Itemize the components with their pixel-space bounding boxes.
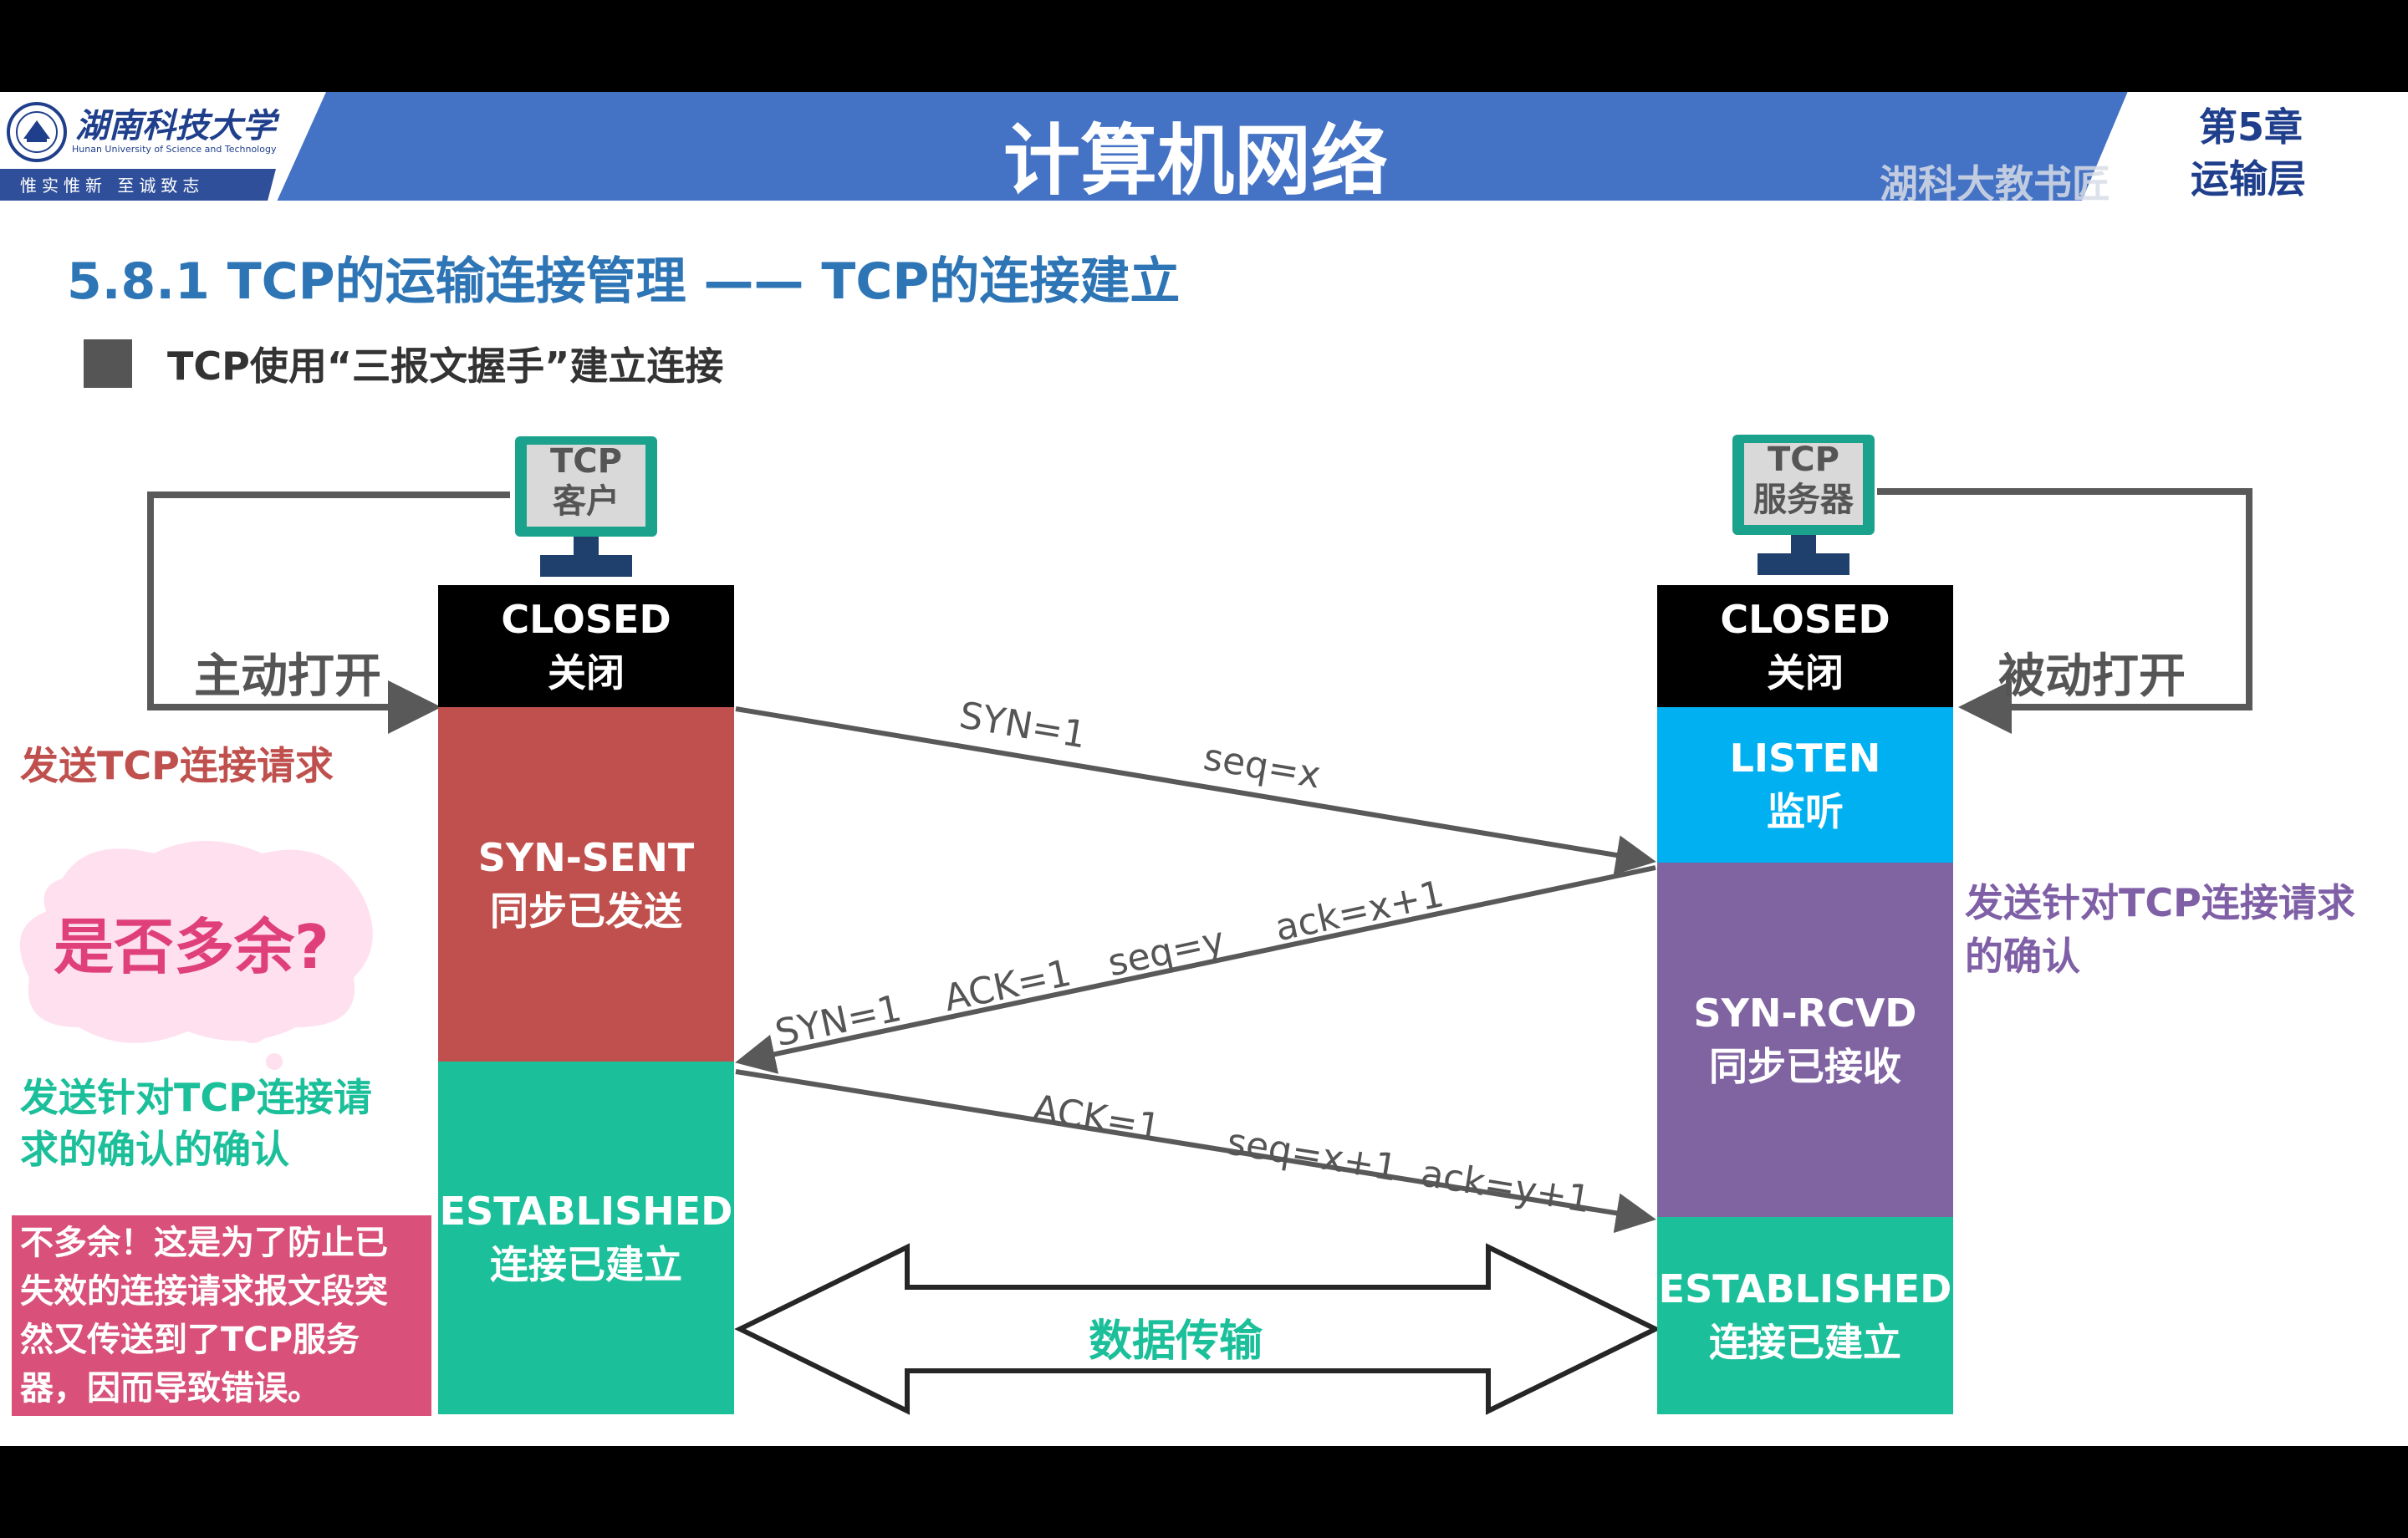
course-title: 计算机网络 — [1002, 116, 1388, 206]
thought-bubble — [18, 839, 375, 1070]
motto-band — [0, 169, 276, 201]
server-established-zh: 连接已建立 — [1709, 1320, 1901, 1365]
university-name: 湖南科技大学 — [75, 106, 276, 145]
question-bubble-text: 是否多余? — [54, 912, 329, 982]
syn-ack-message-line — [735, 865, 1656, 1074]
server-listen-en: LISTEN — [1729, 736, 1881, 781]
server-closed-zh: 关闭 — [1767, 650, 1844, 695]
active-open-loop — [147, 491, 510, 734]
university-logo-area: 湖南科技大学 Hunan University of Science and T… — [0, 92, 326, 201]
server-computer-icon — [1732, 435, 1875, 575]
client-computer-label: TCP 客户 — [550, 442, 622, 521]
active-open-label: 主动打开 — [194, 649, 381, 704]
server-listen-zh: 监听 — [1767, 789, 1844, 834]
passive-open-label: 被动打开 — [1998, 649, 2186, 704]
chapter-topic: 运输层 — [2191, 156, 2306, 201]
client-closed-zh: 关闭 — [548, 650, 625, 695]
syn-message-line — [735, 706, 1656, 875]
university-emblem-icon — [7, 102, 67, 162]
passive-open-loop — [1877, 488, 2252, 734]
ack-message-line — [735, 1069, 1656, 1234]
bullet-text: TCP使用“三报文握手”建立连接 — [167, 344, 724, 389]
send-request-note: 发送TCP连接请求 — [20, 743, 334, 788]
university-motto: 惟实惟新 至诚致志 — [20, 176, 205, 196]
header-right-area: 第5章 运输层 — [2082, 92, 2408, 201]
bullet-square — [84, 339, 132, 388]
server-closed-en: CLOSED — [1720, 597, 1890, 642]
answer-box: 不多余！这是为了防止已 失效的连接请求报文段突 然又传送到了TCP服务 器，因而… — [12, 1215, 431, 1416]
client-computer-icon — [515, 436, 657, 577]
server-state-established: ESTABLISHED 连接已建立 — [1657, 1217, 1953, 1414]
data-transfer-label: 数据传输 — [1089, 1316, 1263, 1367]
data-transfer-double-arrow — [734, 1243, 1661, 1415]
watermark-text: 湖科大教书匠 — [1880, 161, 2110, 206]
university-name-en: Hunan University of Science and Technolo… — [72, 144, 277, 155]
server-state-syn-rcvd: SYN-RCVD 同步已接收 — [1657, 863, 1953, 1217]
client-state-closed: CLOSED 关闭 — [438, 585, 734, 707]
client-state-syn-sent: SYN-SENT 同步已发送 — [438, 707, 734, 1062]
server-established-en: ESTABLISHED — [1658, 1266, 1952, 1311]
send-ack-note: 发送针对TCP连接请求 的确认 — [1965, 880, 2355, 979]
client-established-zh: 连接已建立 — [490, 1242, 682, 1287]
server-state-closed: CLOSED 关闭 — [1657, 585, 1953, 707]
client-established-en: ESTABLISHED — [439, 1189, 733, 1234]
server-state-listen: LISTEN 监听 — [1657, 707, 1953, 863]
server-syn-rcvd-en: SYN-RCVD — [1693, 991, 1917, 1036]
client-closed-en: CLOSED — [501, 597, 671, 642]
server-syn-rcvd-zh: 同步已接收 — [1709, 1044, 1901, 1089]
server-computer-label: TCP 服务器 — [1753, 441, 1854, 519]
client-syn-sent-en: SYN-SENT — [477, 835, 695, 880]
section-title: 5.8.1 TCP的运输连接管理 —— TCP的连接建立 — [67, 252, 1181, 311]
chapter-number: 第5章 — [2199, 104, 2303, 150]
send-ack-ack-note: 发送针对TCP连接请 求的确认的确认 — [20, 1075, 372, 1172]
client-syn-sent-zh: 同步已发送 — [490, 889, 682, 934]
client-state-established: ESTABLISHED 连接已建立 — [438, 1062, 734, 1414]
answer-box-text: 不多余！这是为了防止已 失效的连接请求报文段突 然又传送到了TCP服务 器，因而… — [20, 1224, 388, 1408]
header-band — [0, 92, 2408, 201]
